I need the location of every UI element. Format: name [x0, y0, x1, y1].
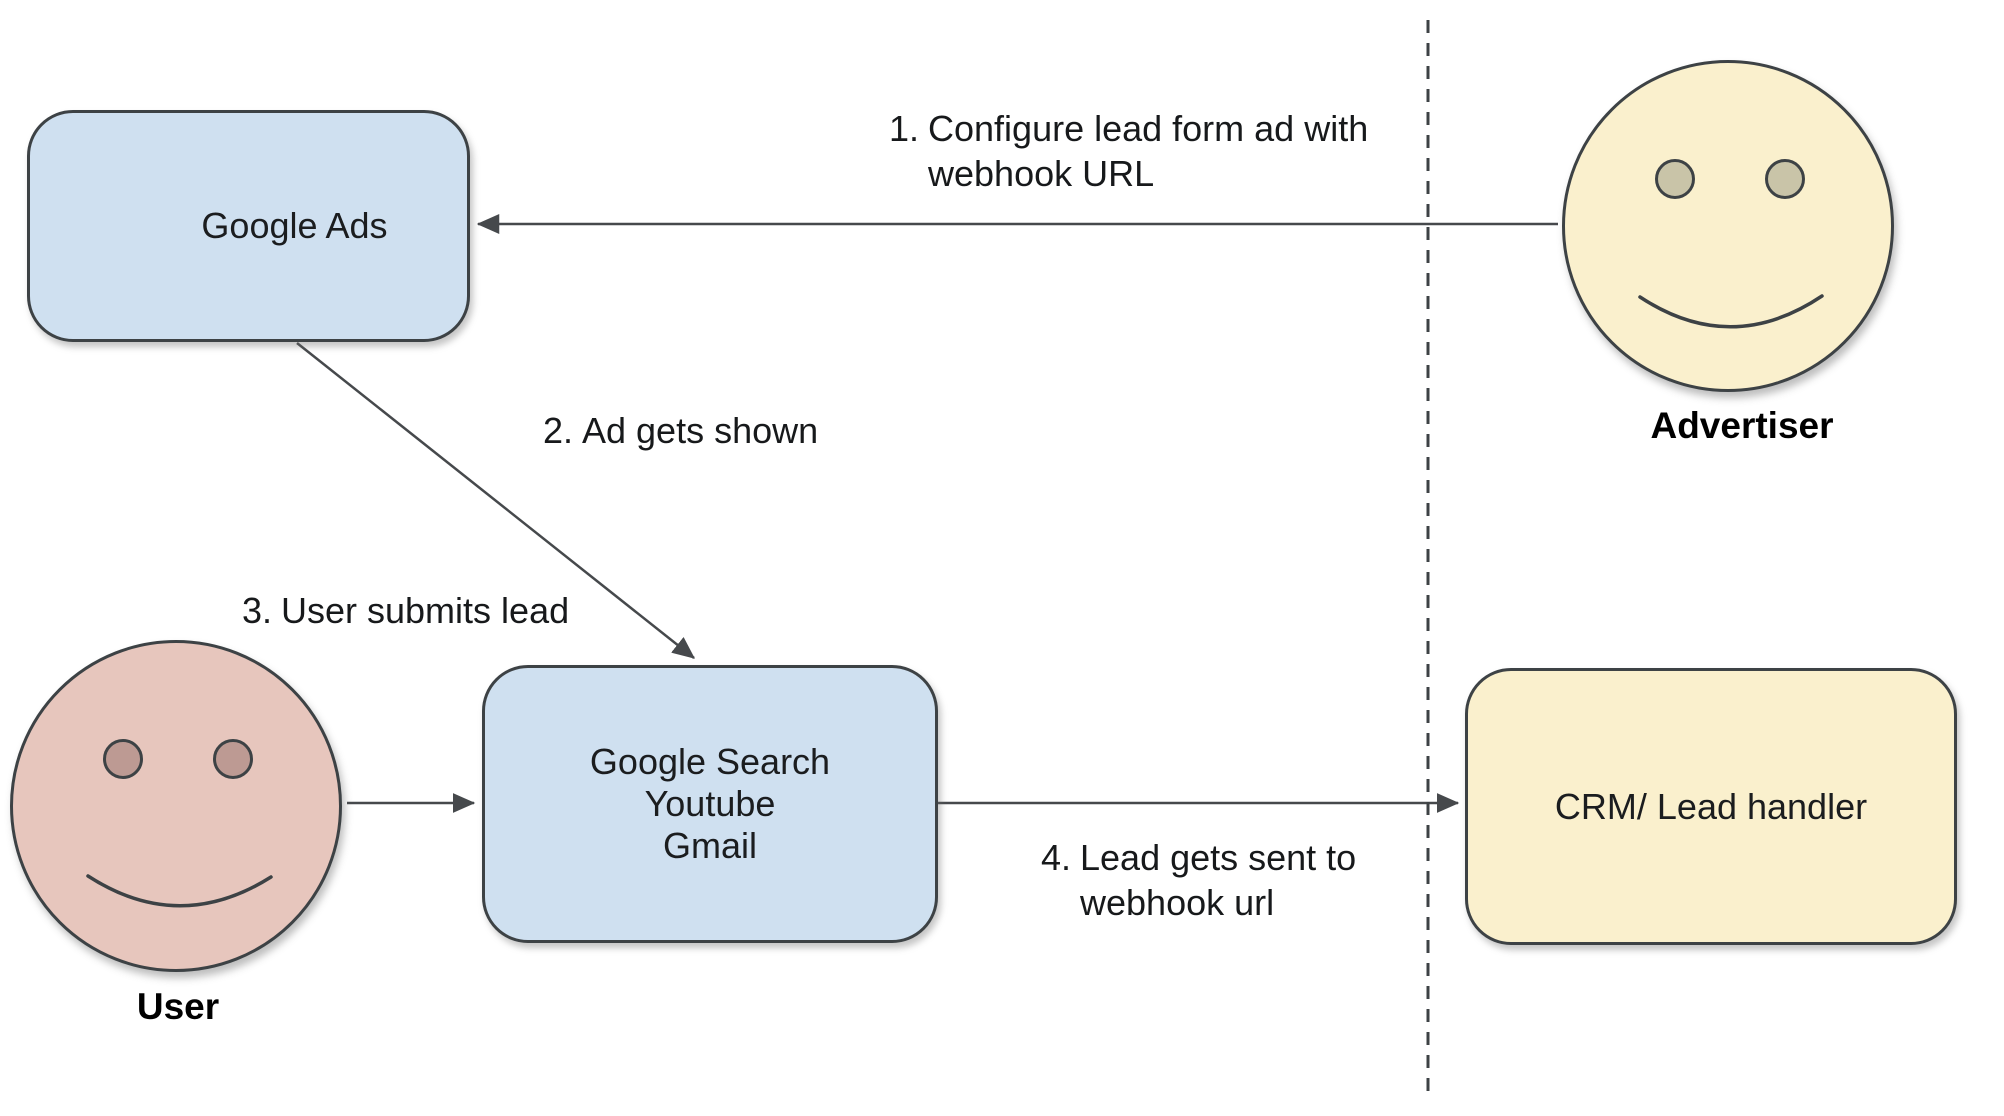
node-google-surfaces-line-2: Youtube — [644, 783, 776, 824]
user-left-eye-icon — [103, 739, 143, 779]
node-crm-lead-handler: CRM/ Lead handler — [1465, 668, 1957, 945]
step-2-text-line-1: Ad gets shown — [582, 410, 819, 451]
user-face-icon — [10, 640, 342, 972]
step-4-number: 4. — [1041, 837, 1072, 878]
step-1-text-line-1: Configure lead form ad with — [928, 108, 1369, 149]
step-label-1: 1. Configure lead form ad with webhook U… — [889, 106, 1368, 196]
advertiser-left-eye-icon — [1655, 159, 1695, 199]
step-3-number: 3. — [242, 590, 273, 631]
node-google-surfaces-line-1: Google Search — [589, 741, 831, 782]
step-3-text-line-1: User submits lead — [281, 590, 570, 631]
step-label-2: 2. Ad gets shown — [543, 408, 818, 453]
node-google-ads-label: Google Ads — [201, 205, 388, 246]
advertiser-smile-icon — [1638, 294, 1824, 329]
step-label-4: 4. Lead gets sent to webhook url — [1041, 835, 1356, 925]
advertiser-label: Advertiser — [1650, 405, 1834, 446]
step-1-text-line-2: webhook URL — [928, 153, 1155, 194]
user-smile-icon — [86, 874, 273, 908]
node-google-surfaces: Google Search Youtube Gmail — [482, 665, 938, 943]
user-label: User — [136, 986, 220, 1027]
step-label-3: 3. User submits lead — [242, 588, 569, 633]
arrow-ad-gets-shown — [296, 342, 695, 659]
step-1-number: 1. — [889, 108, 920, 149]
step-4-text-line-2: webhook url — [1080, 882, 1275, 923]
advertiser-face-icon — [1562, 60, 1894, 392]
user-right-eye-icon — [213, 739, 253, 779]
step-4-text-line-1: Lead gets sent to — [1080, 837, 1357, 878]
node-google-surfaces-line-3: Gmail — [662, 825, 757, 866]
node-crm-label: CRM/ Lead handler — [1554, 785, 1868, 827]
step-2-number: 2. — [543, 410, 574, 451]
advertiser-right-eye-icon — [1765, 159, 1805, 199]
node-google-ads: Google Ads — [27, 110, 470, 342]
